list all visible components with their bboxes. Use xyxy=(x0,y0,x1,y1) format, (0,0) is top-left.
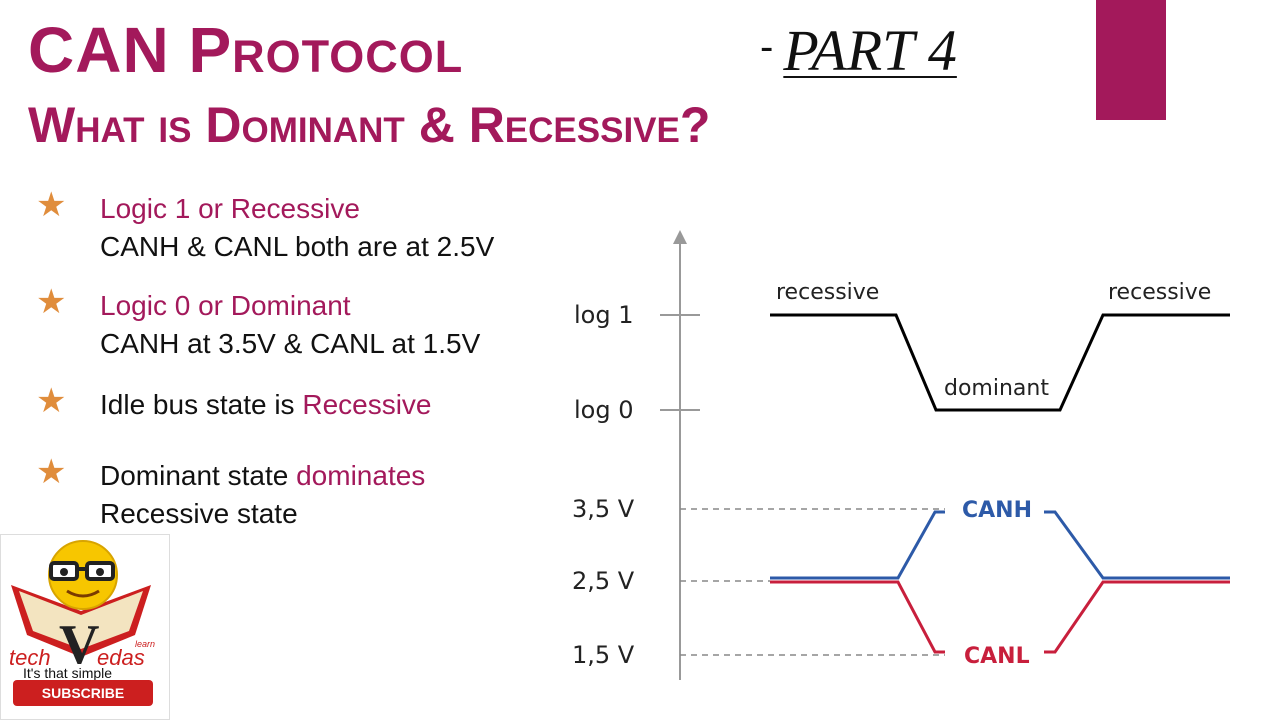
subscribe-button[interactable]: SUBSCRIBE xyxy=(13,680,153,706)
part-label: -PART 4 xyxy=(760,22,957,80)
bullet-detail: CANH at 3.5V & CANL at 1.5V xyxy=(100,328,481,359)
part-text: PART 4 xyxy=(783,18,957,83)
title-line2: What is Dominant & Recessive? xyxy=(28,97,711,153)
label-2-5v: 2,5 V xyxy=(572,567,635,595)
canl-line-left xyxy=(770,580,945,654)
bullet-detail: CANH & CANL both are at 2.5V xyxy=(100,231,495,262)
bullet-detail: Recessive state xyxy=(100,498,298,529)
canh-line-left xyxy=(770,510,945,580)
y-axis-arrow xyxy=(673,230,687,244)
title-line1: CAN Protocol xyxy=(28,14,464,86)
bullet-highlight: dominates xyxy=(296,460,426,491)
smiley-book-icon: V xyxy=(11,540,151,675)
logo-brand-small: learn xyxy=(135,639,156,649)
logo-tagline: It's that simple xyxy=(23,665,113,681)
part-dash: - xyxy=(760,25,774,69)
label-log1: log 1 xyxy=(574,301,633,329)
label-canh: CANH xyxy=(962,498,1032,523)
star-icon: ★ xyxy=(36,282,67,322)
label-dominant: dominant xyxy=(944,376,1049,401)
star-icon: ★ xyxy=(36,452,67,492)
accent-bar xyxy=(1096,0,1166,120)
logo-brand-right: edas xyxy=(97,645,145,670)
bullet-text: Dominant state xyxy=(100,460,297,491)
label-1-5v: 1,5 V xyxy=(572,641,635,669)
star-icon: ★ xyxy=(36,381,67,421)
bullet-highlight: Recessive xyxy=(302,389,432,420)
label-log0: log 0 xyxy=(574,396,633,424)
label-3-5v: 3,5 V xyxy=(572,495,635,523)
bullet-heading: Logic 1 or Recessive xyxy=(100,193,360,224)
logo-brand-left: tech xyxy=(9,645,51,670)
bullet-heading: Logic 0 or Dominant xyxy=(100,290,351,321)
star-icon: ★ xyxy=(36,185,67,225)
label-recessive-left: recessive xyxy=(776,280,879,305)
bullet-text: Idle bus state is xyxy=(100,389,303,420)
channel-logo[interactable]: V tech edas learn It's that simple SUBSC… xyxy=(0,534,170,720)
label-canl: CANL xyxy=(964,644,1030,669)
logic-waveform xyxy=(770,313,1230,412)
svg-text:V: V xyxy=(59,614,99,675)
can-bus-diagram: log 1 log 0 recessive dominant recessive… xyxy=(572,230,1230,680)
canh-line-right xyxy=(1044,510,1230,580)
label-recessive-right: recessive xyxy=(1108,280,1211,305)
canl-line-right xyxy=(1044,580,1230,654)
